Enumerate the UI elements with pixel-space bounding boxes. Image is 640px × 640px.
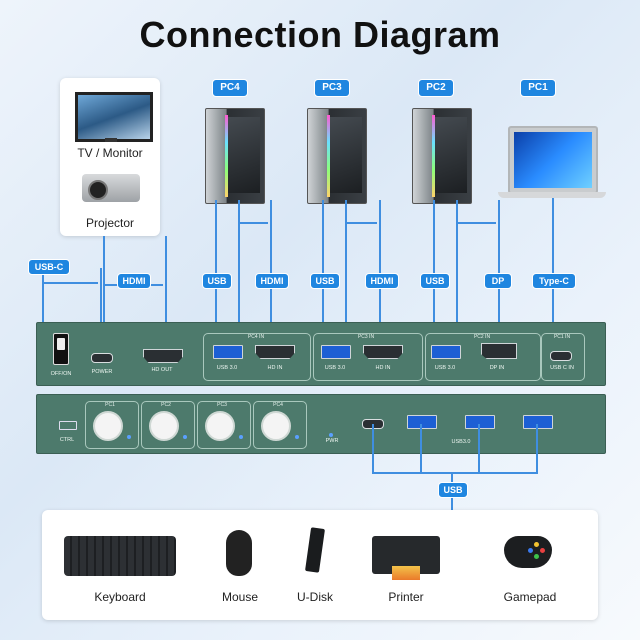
pc2-dp-port [481, 343, 517, 359]
pc4-hdmi-label: HD IN [267, 365, 283, 371]
pc4-in-group [203, 333, 311, 381]
pc1-typec-cable-tag: Type-C [532, 273, 576, 289]
hdout-label: HD OUT [151, 367, 173, 373]
pc4-hdmi-port [255, 345, 295, 359]
pc2-in-group [425, 333, 541, 381]
front-usb-port-3 [523, 415, 553, 429]
pc2-usb-cable-tag: USB [420, 273, 450, 289]
gamepad-label: Gamepad [503, 590, 557, 604]
usbc-cable-tag: USB-C [28, 259, 70, 275]
laptop-icon [508, 126, 598, 194]
kvm-rear-panel: OFF/ON POWER HD OUT PC4 IN USB 3.0 HD IN… [36, 322, 606, 386]
pc3-led [239, 435, 243, 439]
pc4-led [295, 435, 299, 439]
pc4-tower-icon [205, 108, 265, 204]
ctrl-label: CTRL [59, 437, 75, 443]
pc1-usbc-port [550, 351, 572, 361]
switch-label: OFF/ON [50, 371, 72, 377]
pc3-tower-icon [307, 108, 367, 204]
page-title: Connection Diagram [139, 14, 501, 55]
peripherals-card: Keyboard Mouse U-Disk Printer Gamepad [42, 510, 598, 620]
mouse-icon [226, 530, 252, 576]
front-usb-port-1 [407, 415, 437, 429]
pc2-tag: PC2 [418, 79, 454, 97]
printer-icon [372, 536, 440, 580]
gamepad-icon [504, 536, 552, 568]
pc4-in-label: PC4 IN [247, 334, 265, 340]
pc1-button-group [85, 401, 139, 449]
pc1-switch-button[interactable] [93, 411, 123, 441]
keyboard-label: Keyboard [94, 590, 146, 604]
pc3-tag: PC3 [314, 79, 350, 97]
pc2-usb-port [431, 345, 461, 359]
u-disk-icon [305, 527, 325, 573]
pc1-in-group [541, 333, 585, 381]
pc2-tower-icon [412, 108, 472, 204]
pc1-usbc-label: USB C IN [550, 365, 574, 371]
tv-monitor-label: TV / Monitor [77, 146, 143, 160]
pc2-led [183, 435, 187, 439]
pc3-button-label: PC3 [217, 402, 227, 408]
ctrl-port [59, 421, 77, 430]
keyboard-icon [64, 536, 176, 576]
pc4-hdmi-cable-tag: HDMI [255, 273, 289, 289]
tv-monitor-icon [75, 92, 153, 142]
pwr-label: PWR [325, 438, 339, 444]
pc3-usb-cable-tag: USB [310, 273, 340, 289]
pc3-switch-button[interactable] [205, 411, 235, 441]
display-card: TV / Monitor Projector [60, 78, 160, 236]
pc3-in-label: PC3 IN [357, 334, 375, 340]
hdmi-out-port [143, 349, 183, 363]
pc3-usb-port [321, 345, 351, 359]
tv-stand [105, 138, 117, 142]
projector-label: Projector [85, 216, 135, 230]
power-port [91, 353, 113, 363]
power-switch[interactable] [53, 333, 69, 365]
pc3-button-group [197, 401, 251, 449]
pc1-tag: PC1 [520, 79, 556, 97]
mouse-label: Mouse [221, 590, 259, 604]
laptop-base [498, 192, 606, 198]
pc4-tag: PC4 [212, 79, 248, 97]
pc4-button-label: PC4 [273, 402, 283, 408]
pc2-dp-cable-tag: DP [484, 273, 512, 289]
pc3-in-group [313, 333, 423, 381]
pc4-usb-label: USB 3.0 [216, 365, 238, 371]
pc2-dp-label: DP IN [489, 365, 505, 371]
pc2-usb-label: USB 3.0 [434, 365, 456, 371]
pc1-in-label: PC1 IN [553, 334, 571, 340]
power-label: POWER [91, 369, 113, 375]
front-usb-port-2 [465, 415, 495, 429]
pc4-switch-button[interactable] [261, 411, 291, 441]
projector-icon [82, 174, 140, 202]
usb-bottom-cable-tag: USB [438, 482, 468, 498]
power-led [329, 433, 333, 437]
usb30-label: USB3.0 [451, 439, 471, 445]
pc2-button-group [141, 401, 195, 449]
pc4-usb-cable-tag: USB [202, 273, 232, 289]
pc3-hdmi-cable-tag: HDMI [365, 273, 399, 289]
kvm-front-panel: CTRL PC1 PC2 PC3 PC4 PWR USB3.0 [36, 394, 606, 454]
pc2-in-label: PC2 IN [473, 334, 491, 340]
pc4-usb-port [213, 345, 243, 359]
pc4-button-group [253, 401, 307, 449]
pc2-switch-button[interactable] [149, 411, 179, 441]
pc1-led [127, 435, 131, 439]
pc2-button-label: PC2 [161, 402, 171, 408]
pc1-button-label: PC1 [105, 402, 115, 408]
pc3-hdmi-label: HD IN [375, 365, 391, 371]
pc3-usb-label: USB 3.0 [324, 365, 346, 371]
pc3-hdmi-port [363, 345, 403, 359]
printer-label: Printer [388, 590, 424, 604]
hdmi-out-cable-tag: HDMI [117, 273, 151, 289]
u-disk-label: U-Disk [297, 590, 333, 604]
